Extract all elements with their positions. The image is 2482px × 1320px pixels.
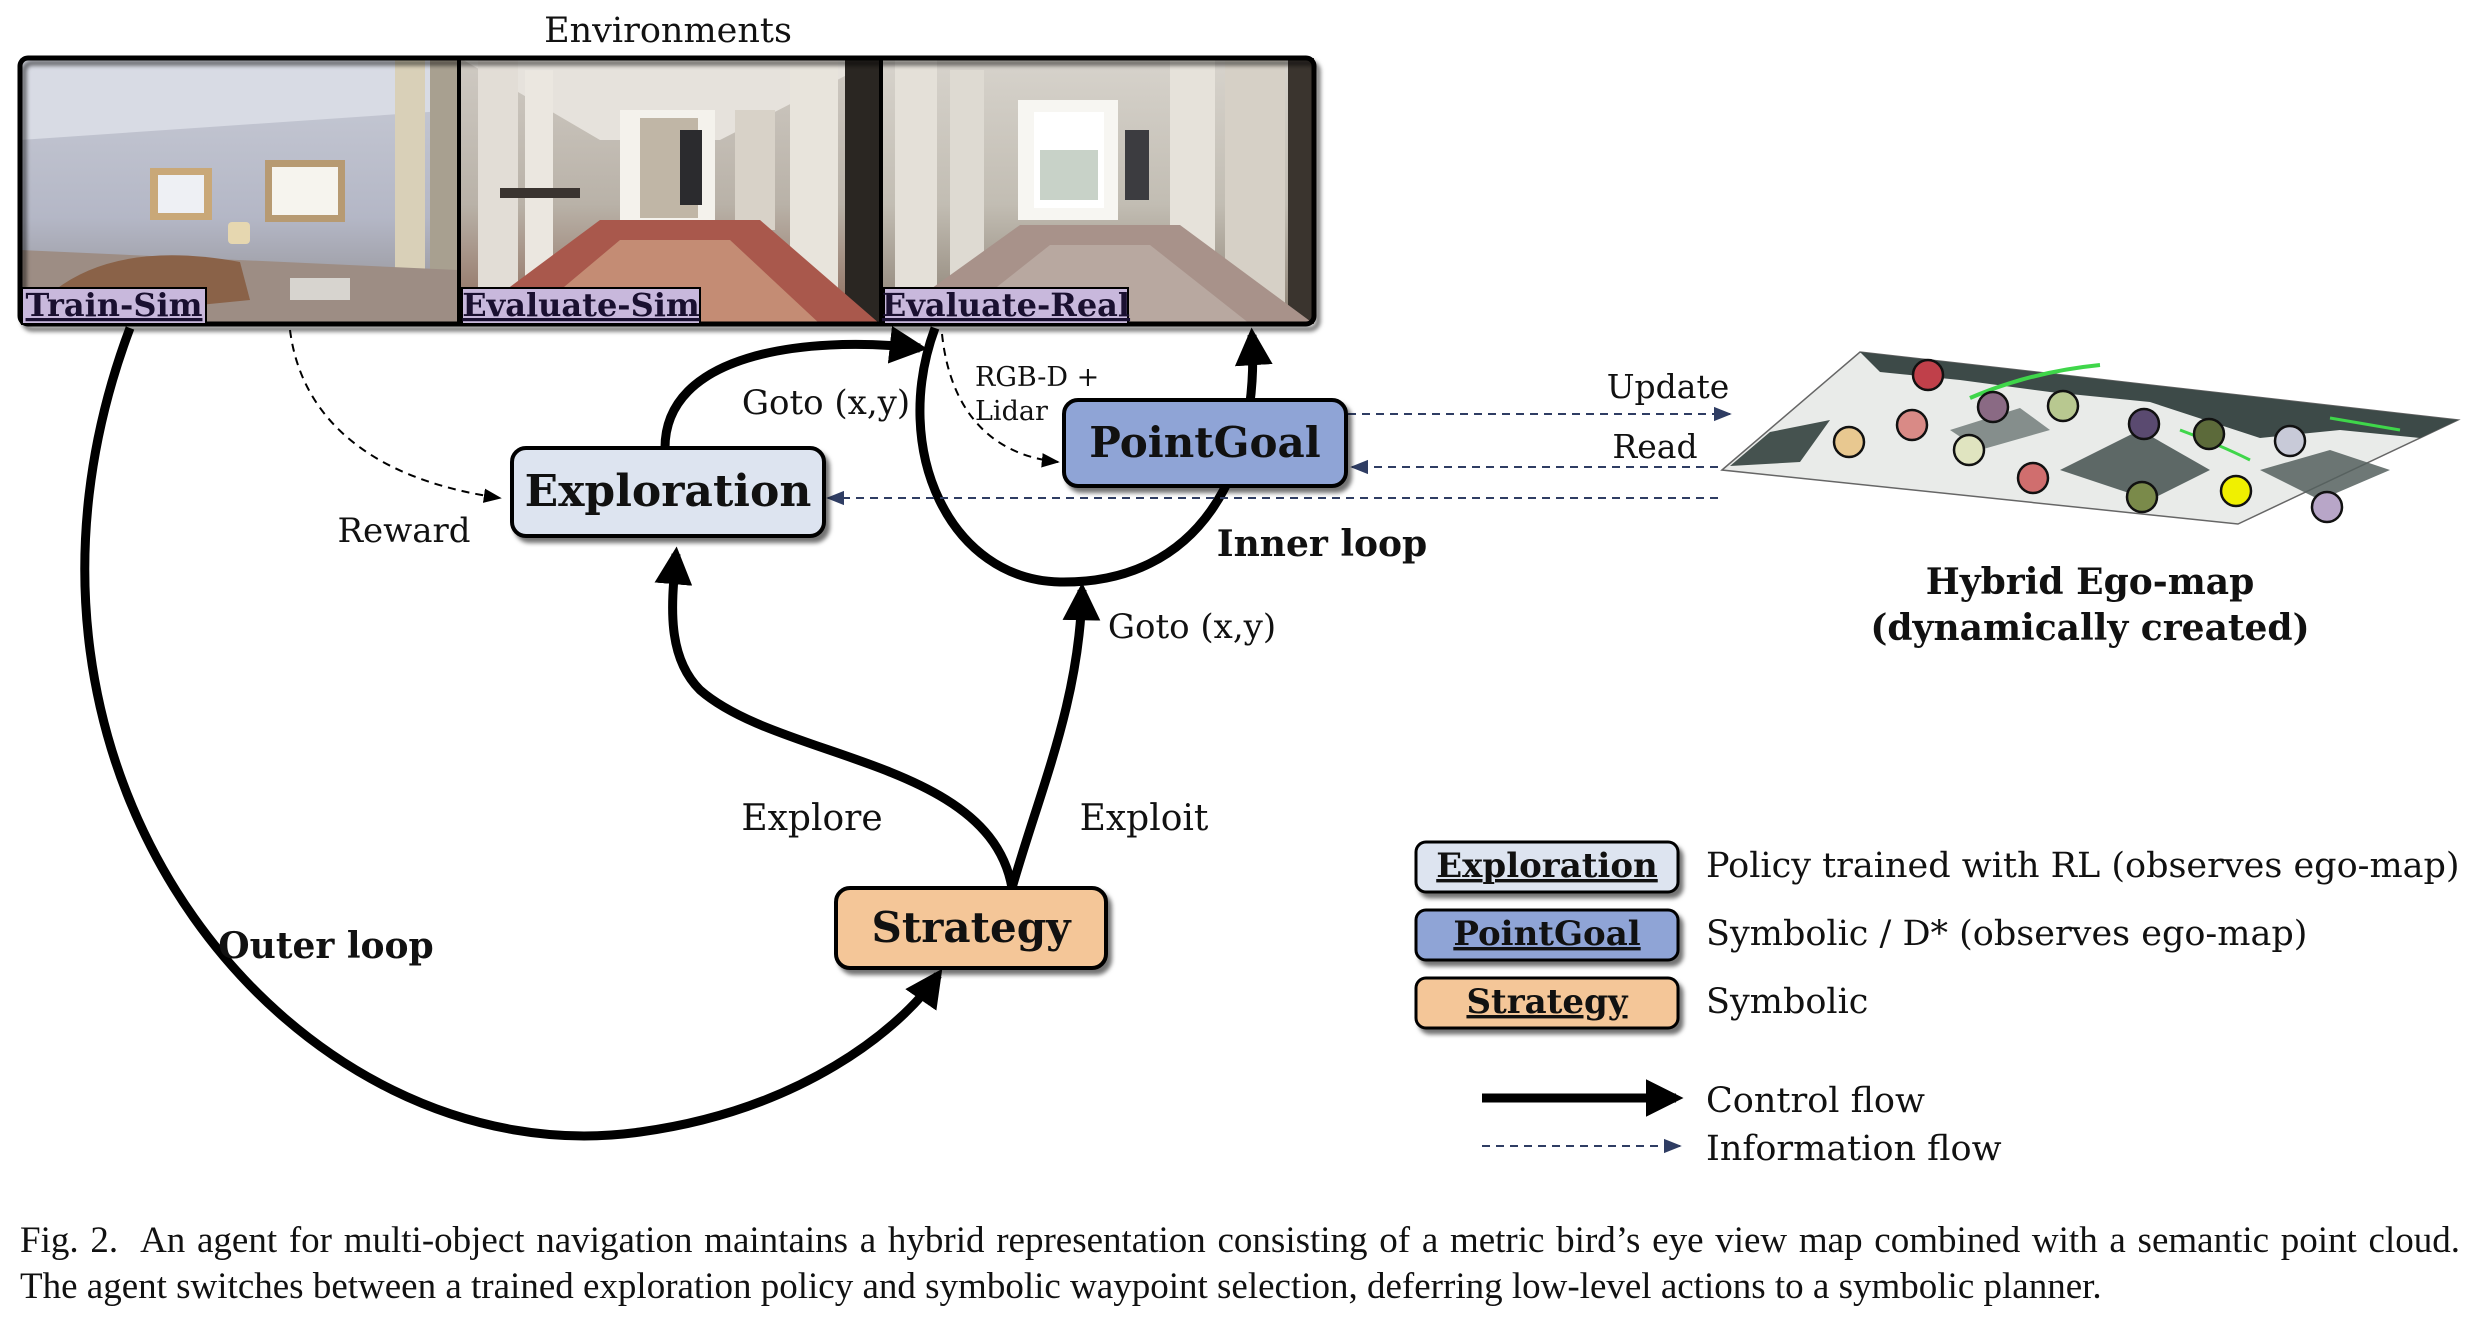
legend-control-flow-label: Control flow <box>1706 1081 1925 1121</box>
env-label-evaluate-sim: Evaluate-Sim <box>462 286 700 324</box>
egomap-object-marker <box>2016 461 2050 495</box>
node-pointgoal: PointGoal <box>1062 398 1348 488</box>
legend-box-strategy: Strategy <box>1466 982 1628 1022</box>
rgbd-arrow <box>941 333 1060 468</box>
goto-top-label: Goto (x,y) <box>742 383 910 423</box>
exploit-arrow <box>1007 582 1101 890</box>
egomap-object-marker <box>1911 358 1945 392</box>
egomap-object-marker <box>1952 433 1986 467</box>
legend-item-exploration: Exploration Policy trained with RL (obse… <box>1414 840 2460 894</box>
figure-caption: Fig. 2.An agent for multi-object navigat… <box>20 1218 2460 1310</box>
legend-desc-exploration: Policy trained with RL (observes ego-map… <box>1706 846 2460 886</box>
egomap-object-marker <box>2192 417 2226 451</box>
env-panel-evaluate-real <box>882 58 1314 324</box>
egomap-object-marker <box>1895 408 1929 442</box>
update-label: Update <box>1607 367 1730 406</box>
egomap-title-line1: Hybrid Ego-map <box>1926 561 2255 603</box>
environment-strip: Train-Sim Evaluate-Sim Evaluate-Real <box>17 55 1317 327</box>
egomap-object-marker <box>2127 407 2161 441</box>
outer-loop-label: Outer loop <box>218 925 433 967</box>
node-strategy-label: Strategy <box>872 903 1073 952</box>
node-pointgoal-label: PointGoal <box>1089 418 1320 467</box>
architecture-diagram: Environments <box>17 11 2461 1169</box>
exploit-label: Exploit <box>1080 798 1209 839</box>
egomap-object-marker <box>1832 425 1866 459</box>
legend-desc-strategy: Symbolic <box>1706 982 1868 1022</box>
explore-label: Explore <box>741 798 882 839</box>
legend-box-exploration: Exploration <box>1436 846 1658 886</box>
egomap-markers <box>1832 358 2344 524</box>
explore-arrow <box>654 546 1017 889</box>
read-label: Read <box>1612 427 1697 466</box>
egomap-object-marker <box>2310 490 2344 524</box>
rgbd-label-line1: RGB-D + <box>975 362 1099 393</box>
legend-item-strategy: Strategy Symbolic <box>1414 976 1868 1030</box>
figure-caption-label: Fig. 2. <box>20 1220 119 1261</box>
egomap-object-marker <box>2125 480 2159 514</box>
legend-item-pointgoal: PointGoal Symbolic / D* (observes ego-ma… <box>1414 908 2307 962</box>
inner-loop-label: Inner loop <box>1217 523 1427 565</box>
env-label-train-sim: Train-Sim <box>26 286 203 324</box>
outer-loop-arrow <box>80 326 943 1141</box>
legend-information-flow-label: Information flow <box>1706 1129 2002 1169</box>
legend-box-pointgoal: PointGoal <box>1453 914 1640 954</box>
legend: Exploration Policy trained with RL (obse… <box>1414 840 2460 1169</box>
env-label-evaluate-real: Evaluate-Real <box>882 286 1130 324</box>
node-strategy: Strategy <box>834 886 1108 970</box>
rgbd-label-line2: Lidar <box>975 396 1048 427</box>
legend-desc-pointgoal: Symbolic / D* (observes ego-map) <box>1706 914 2307 954</box>
node-exploration: Exploration <box>510 446 826 538</box>
figure-caption-text: An agent for multi-object navigation mai… <box>20 1220 2460 1307</box>
egomap-title-line2: (dynamically created) <box>1870 607 2309 649</box>
env-panel-train-sim <box>20 58 458 324</box>
egomap-object-marker <box>2273 424 2307 458</box>
egomap-object-marker <box>2046 389 2080 423</box>
reward-label: Reward <box>337 511 470 551</box>
egomap-object-marker <box>1976 390 2010 424</box>
environments-title: Environments <box>544 11 792 51</box>
goto-top-arrow <box>660 325 928 449</box>
env-panel-evaluate-sim <box>460 58 880 324</box>
egomap-object-marker <box>2219 474 2253 508</box>
reward-arrow <box>289 329 502 503</box>
hybrid-egomap <box>1720 351 2461 525</box>
goto-right-label: Goto (x,y) <box>1108 607 1276 647</box>
node-exploration-label: Exploration <box>525 466 812 517</box>
